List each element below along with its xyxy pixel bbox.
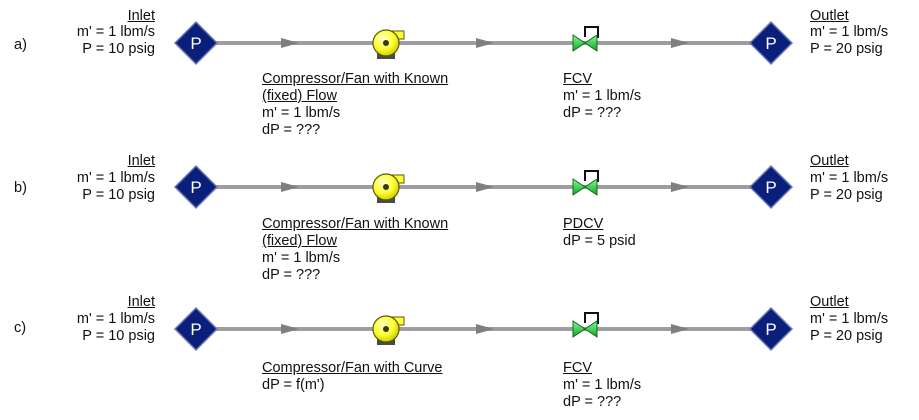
flow-arrow-icon xyxy=(476,182,494,192)
junction-diamond xyxy=(748,164,794,210)
compressor-hub xyxy=(383,326,389,332)
compressor-fan-icon[interactable] xyxy=(372,315,405,345)
valve-actuator-line xyxy=(584,26,599,38)
control-valve-icon[interactable] xyxy=(572,170,599,196)
outlet-junction-pressure-boundary-diamond-icon[interactable]: P xyxy=(748,164,794,210)
control-valve-icon[interactable] xyxy=(572,26,599,52)
junction-symbol: P xyxy=(190,178,201,197)
junction-symbol: P xyxy=(190,320,201,339)
valve-body-right xyxy=(584,178,598,196)
valve-body-left xyxy=(572,34,586,52)
valve-actuator-line xyxy=(584,312,599,324)
valve-flow: m' = 1 lbm/s xyxy=(563,377,642,393)
inlet-title[interactable]: Inlet xyxy=(127,294,155,310)
outlet-flow: m' = 1 lbm/s xyxy=(810,24,889,40)
valve-dp: dP = 5 psid xyxy=(563,233,636,249)
outlet-junction-pressure-boundary-diamond-icon[interactable]: P xyxy=(748,20,794,66)
valve-body-right xyxy=(584,34,598,52)
valve-actuator-line xyxy=(584,170,599,182)
outlet-flow: m' = 1 lbm/s xyxy=(810,311,889,327)
valve-body-right xyxy=(584,320,598,338)
compressor-title[interactable]: Compressor/Fan with Known xyxy=(262,71,449,87)
compressor-title-line2[interactable]: (fixed) Flow xyxy=(262,233,337,249)
compressor-dp: dP = f(m') xyxy=(262,377,325,393)
flow-arrow-icon xyxy=(281,324,299,334)
compressor-dp: dP = ??? xyxy=(262,267,321,283)
junction-symbol: P xyxy=(765,178,776,197)
valve-dp: dP = ??? xyxy=(563,105,622,121)
flow-arrow-icon xyxy=(476,38,494,48)
inlet-pressure: P = 10 psig xyxy=(82,41,155,57)
flow-arrow-icon xyxy=(281,38,299,48)
junction-diamond xyxy=(173,306,219,352)
outlet-title[interactable]: Outlet xyxy=(810,294,849,310)
valve-title[interactable]: FCV xyxy=(563,71,592,87)
compressor-title-line2[interactable]: (fixed) Flow xyxy=(262,88,337,104)
control-valve-icon[interactable] xyxy=(572,312,599,338)
junction-symbol: P xyxy=(765,34,776,53)
compressor-title[interactable]: Compressor/Fan with Known xyxy=(262,216,449,232)
inlet-flow: m' = 1 lbm/s xyxy=(76,24,155,40)
inlet-junction-pressure-boundary-diamond-icon[interactable]: P xyxy=(173,164,219,210)
outlet-pressure: P = 20 psig xyxy=(810,187,883,203)
inlet-title[interactable]: Inlet xyxy=(127,8,155,24)
junction-symbol: P xyxy=(190,34,201,53)
row-letter: c) xyxy=(14,320,27,336)
compressor-fan-icon[interactable] xyxy=(372,29,405,59)
valve-body-left xyxy=(572,178,586,196)
outlet-flow: m' = 1 lbm/s xyxy=(810,170,889,186)
compressor-dp: dP = ??? xyxy=(262,122,321,138)
compressor-flow: m' = 1 lbm/s xyxy=(262,105,341,121)
flow-arrow-icon xyxy=(671,38,689,48)
junction-diamond xyxy=(173,164,219,210)
junction-symbol: P xyxy=(765,320,776,339)
compressor-title[interactable]: Compressor/Fan with Curve xyxy=(262,360,443,376)
valve-dp: dP = ??? xyxy=(563,394,622,410)
outlet-junction-pressure-boundary-diamond-icon[interactable]: P xyxy=(748,306,794,352)
junction-diamond xyxy=(748,20,794,66)
compressor-fan-icon[interactable] xyxy=(372,173,405,203)
valve-flow: m' = 1 lbm/s xyxy=(563,88,642,104)
valve-title[interactable]: FCV xyxy=(563,360,592,376)
row-letter: b) xyxy=(14,180,27,196)
junction-diamond xyxy=(173,20,219,66)
flow-arrow-icon xyxy=(476,324,494,334)
flow-arrow-icon xyxy=(671,324,689,334)
flow-arrow-icon xyxy=(281,182,299,192)
outlet-title[interactable]: Outlet xyxy=(810,153,849,169)
inlet-junction-pressure-boundary-diamond-icon[interactable]: P xyxy=(173,306,219,352)
outlet-title[interactable]: Outlet xyxy=(810,8,849,24)
outlet-pressure: P = 20 psig xyxy=(810,328,883,344)
junction-diamond xyxy=(748,306,794,352)
inlet-title[interactable]: Inlet xyxy=(127,153,155,169)
flow-arrow-icon xyxy=(671,182,689,192)
valve-title[interactable]: PDCV xyxy=(563,216,604,232)
outlet-pressure: P = 20 psig xyxy=(810,41,883,57)
inlet-pressure: P = 10 psig xyxy=(82,328,155,344)
compressor-flow: m' = 1 lbm/s xyxy=(262,250,341,266)
compressor-hub xyxy=(383,184,389,190)
compressor-hub xyxy=(383,40,389,46)
inlet-pressure: P = 10 psig xyxy=(82,187,155,203)
inlet-junction-pressure-boundary-diamond-icon[interactable]: P xyxy=(173,20,219,66)
row-letter: a) xyxy=(14,37,27,53)
inlet-flow: m' = 1 lbm/s xyxy=(76,311,155,327)
valve-body-left xyxy=(572,320,586,338)
inlet-flow: m' = 1 lbm/s xyxy=(76,170,155,186)
